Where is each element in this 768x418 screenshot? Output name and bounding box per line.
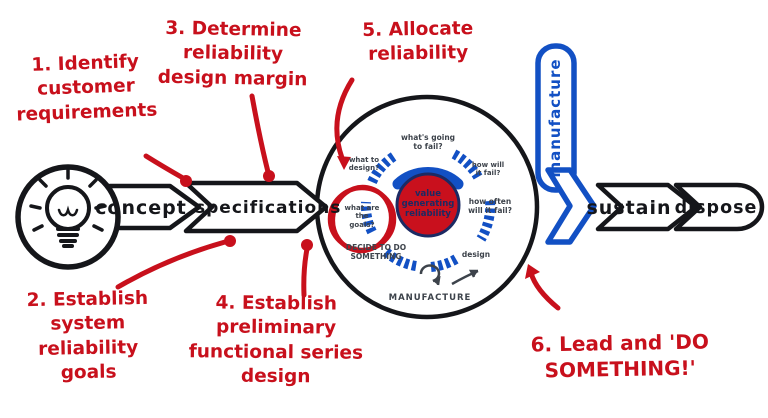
cycle-design-question: what to design? xyxy=(348,156,380,173)
annotation-arrow-1 xyxy=(143,153,186,181)
step-3-note: 3. Determine reliability design margin xyxy=(157,17,308,91)
repeat-loop-icon xyxy=(419,264,441,286)
light-bulb-icon xyxy=(29,168,107,248)
cycle-center-label: value generating reliability xyxy=(401,189,455,220)
annotation-arrow-4 xyxy=(301,246,310,298)
step-5-note: 5. Allocate reliability xyxy=(362,18,474,66)
annotation-arrow-6 xyxy=(528,270,561,311)
dispose-arrow-shape xyxy=(673,182,765,232)
annotation-arrow-ends xyxy=(180,156,540,279)
cycle-hatched-arcs xyxy=(360,149,496,272)
annotation-arrow-3 xyxy=(249,93,271,175)
idea-badge xyxy=(15,164,121,270)
stage-label-dispose: dispose xyxy=(674,198,758,218)
sustain-arrow-shape xyxy=(595,182,699,232)
cycle-goal-question: what are the goals? xyxy=(344,204,380,229)
manufacture-arrow-shape xyxy=(535,43,597,245)
step-6-note: 6. Lead and 'DO SOMETHING!' xyxy=(530,329,710,383)
annotation-arrow-5 xyxy=(334,77,355,161)
step-4-note: 4. Establish preliminary functional seri… xyxy=(188,292,364,388)
highlight-sketch-circle xyxy=(327,184,397,254)
cycle-decide-label: DECIDE TO DO SOMETHING xyxy=(345,243,407,261)
cycle-fail-question: what's going to fail? xyxy=(400,133,456,151)
specifications-arrow-shape xyxy=(183,180,329,234)
manufacture-exit-arrow-icon xyxy=(451,269,479,286)
cycle-how-fail-question: how will it fail? xyxy=(471,161,505,178)
stage-label-specifications: specifications xyxy=(195,198,342,218)
step-2-note: 2. Establish system reliability goals xyxy=(26,287,149,384)
cycle-design-label: design xyxy=(461,250,491,259)
stage-label-concept: concept xyxy=(95,197,187,219)
lifecycle-arrows xyxy=(107,180,765,234)
cycle-how-often-question: how often will it fail? xyxy=(468,197,512,215)
annotation-arrows xyxy=(115,77,561,311)
value-center-circle xyxy=(395,172,461,238)
cycle-manufacture-label: MANUFACTURE xyxy=(388,293,472,303)
annotation-arrow-2 xyxy=(115,239,228,290)
stage-label-sustain: sustain xyxy=(586,197,672,219)
step-1-note: 1. Identify customer requirements xyxy=(16,51,158,126)
stage-label-manufacture: manufacture xyxy=(546,58,564,178)
